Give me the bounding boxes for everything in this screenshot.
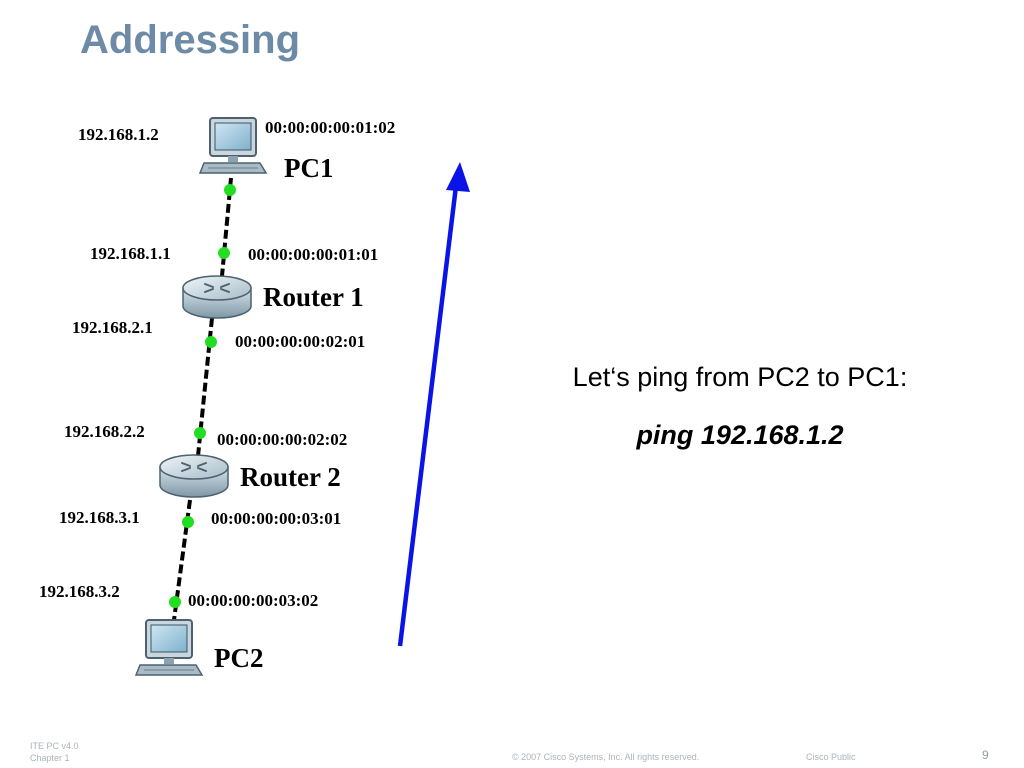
pc1-icon — [198, 117, 268, 174]
pc1-mac-label: 00:00:00:00:01:02 — [265, 118, 395, 137]
footer-course-info: ITE PC v4.0 Chapter 1 — [30, 740, 79, 764]
router1-top-ip-label: 192.168.1.1 — [90, 244, 171, 263]
link-dot-router2-bottom — [182, 516, 194, 528]
pc2-name-label: PC2 — [214, 643, 264, 673]
router2-name-label: Router 2 — [240, 462, 341, 492]
pc2-mac-label: 00:00:00:00:03:02 — [188, 591, 318, 610]
router1-bottom-mac-label: 00:00:00:00:02:01 — [235, 332, 365, 351]
router2-top-ip-label: 192.168.2.2 — [64, 422, 145, 441]
router1-name-label: Router 1 — [263, 282, 364, 312]
ping-direction-arrow — [397, 162, 470, 647]
slide-title: Addressing — [80, 18, 301, 62]
footer-classification: Cisco Public — [806, 752, 856, 762]
link-dot-router1-top — [218, 247, 230, 259]
pc2-icon — [134, 619, 204, 676]
footer-chapter: Chapter 1 — [30, 753, 70, 763]
pc2-ip-label: 192.168.3.2 — [39, 582, 120, 601]
router2-icon — [159, 454, 229, 498]
pc1-name-label: PC1 — [284, 153, 334, 183]
link-dot-router2-top — [194, 427, 206, 439]
page-number: 9 — [982, 748, 989, 762]
router1-bottom-ip-label: 192.168.2.1 — [72, 318, 153, 337]
link-router1-router2 — [196, 317, 214, 457]
link-dot-pc2 — [169, 596, 181, 608]
pc1-ip-label: 192.168.1.2 — [78, 125, 159, 144]
router2-top-mac-label: 00:00:00:00:02:02 — [217, 430, 347, 449]
footer-course: ITE PC v4.0 — [30, 741, 79, 751]
router1-top-mac-label: 00:00:00:00:01:01 — [248, 245, 378, 264]
router2-bottom-ip-label: 192.168.3.1 — [59, 508, 140, 527]
ping-instruction-text: Let‘s ping from PC2 to PC1: — [572, 362, 908, 392]
link-dot-router1-bottom — [205, 336, 217, 348]
footer-copyright: © 2007 Cisco Systems, Inc. All rights re… — [512, 752, 700, 762]
ping-command-text: ping 192.168.1.2 — [636, 420, 844, 450]
router1-icon — [182, 275, 252, 319]
router2-bottom-mac-label: 00:00:00:00:03:01 — [211, 509, 341, 528]
link-dot-pc1 — [224, 184, 236, 196]
